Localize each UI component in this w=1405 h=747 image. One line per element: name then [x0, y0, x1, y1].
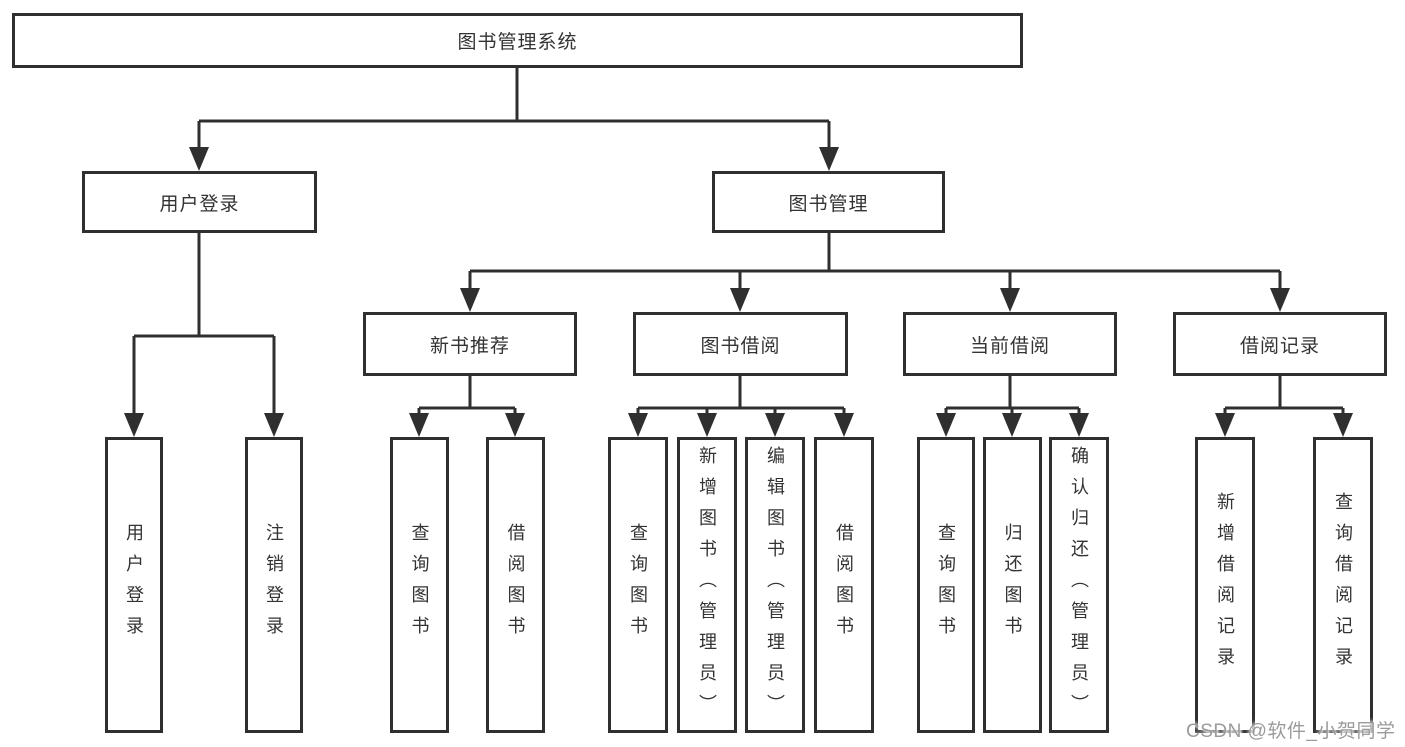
- leaf-return-books: 归还图书: [983, 437, 1042, 733]
- leaf-add-books-admin: 新增图书（管理员）: [677, 437, 737, 733]
- leaf-borrow-books-borrowing: 借阅图书: [814, 437, 874, 733]
- node-current-borrowing: 当前借阅: [903, 312, 1117, 376]
- leaf-confirm-return-admin: 确认归还（管理员）: [1049, 437, 1109, 733]
- leaf-borrow-books-recommend: 借阅图书: [486, 437, 545, 733]
- node-book-management: 图书管理: [712, 171, 945, 233]
- leaf-query-books-current: 查询图书: [917, 437, 975, 733]
- leaf-borrow-books-recommend-label: 借阅图书: [505, 523, 526, 647]
- leaf-query-books-recommend: 查询图书: [390, 437, 449, 733]
- node-new-book-recommend-label: 新书推荐: [429, 335, 510, 357]
- leaf-user-login-label: 用户登录: [124, 523, 144, 647]
- node-library-system-label: 图书管理系统: [457, 32, 578, 53]
- leaf-add-books-admin-label: 新增图书（管理员）: [697, 445, 717, 725]
- leaf-query-books-recommend-label: 查询图书: [409, 523, 430, 647]
- leaf-query-borrow-record: 查询借阅记录: [1313, 437, 1373, 733]
- leaf-query-books-current-label: 查询图书: [936, 523, 956, 647]
- leaf-user-login: 用户登录: [105, 437, 163, 733]
- leaf-logout: 注销登录: [245, 437, 303, 733]
- leaf-query-books-borrowing: 查询图书: [608, 437, 668, 733]
- node-current-borrowing-label: 当前借阅: [969, 335, 1050, 357]
- watermark: CSDN @软件_小贺同学: [1186, 721, 1396, 742]
- leaf-add-borrow-record-label: 新增借阅记录: [1215, 492, 1235, 678]
- node-borrowing-records-label: 借阅记录: [1239, 335, 1320, 357]
- arrowhead-icons: [124, 147, 1353, 437]
- leaf-return-books-label: 归还图书: [1002, 523, 1023, 647]
- leaf-borrow-books-borrowing-label: 借阅图书: [834, 523, 854, 647]
- node-user-login-group: 用户登录: [82, 171, 317, 233]
- leaf-edit-books-admin: 编辑图书（管理员）: [745, 437, 805, 733]
- node-book-management-label: 图书管理: [788, 193, 869, 215]
- leaf-edit-books-admin-label: 编辑图书（管理员）: [765, 445, 785, 725]
- node-new-book-recommend: 新书推荐: [363, 312, 577, 376]
- node-library-system: 图书管理系统: [12, 13, 1023, 68]
- node-borrowing-records: 借阅记录: [1173, 312, 1387, 376]
- node-user-login-group-label: 用户登录: [159, 193, 240, 215]
- leaf-confirm-return-admin-label: 确认归还（管理员）: [1069, 445, 1089, 725]
- leaf-logout-label: 注销登录: [264, 523, 284, 647]
- leaf-query-books-borrowing-label: 查询图书: [628, 523, 648, 647]
- node-book-borrowing: 图书借阅: [633, 312, 848, 376]
- leaf-query-borrow-record-label: 查询借阅记录: [1333, 492, 1353, 678]
- node-book-borrowing-label: 图书借阅: [700, 335, 781, 357]
- leaf-add-borrow-record: 新增借阅记录: [1195, 437, 1255, 733]
